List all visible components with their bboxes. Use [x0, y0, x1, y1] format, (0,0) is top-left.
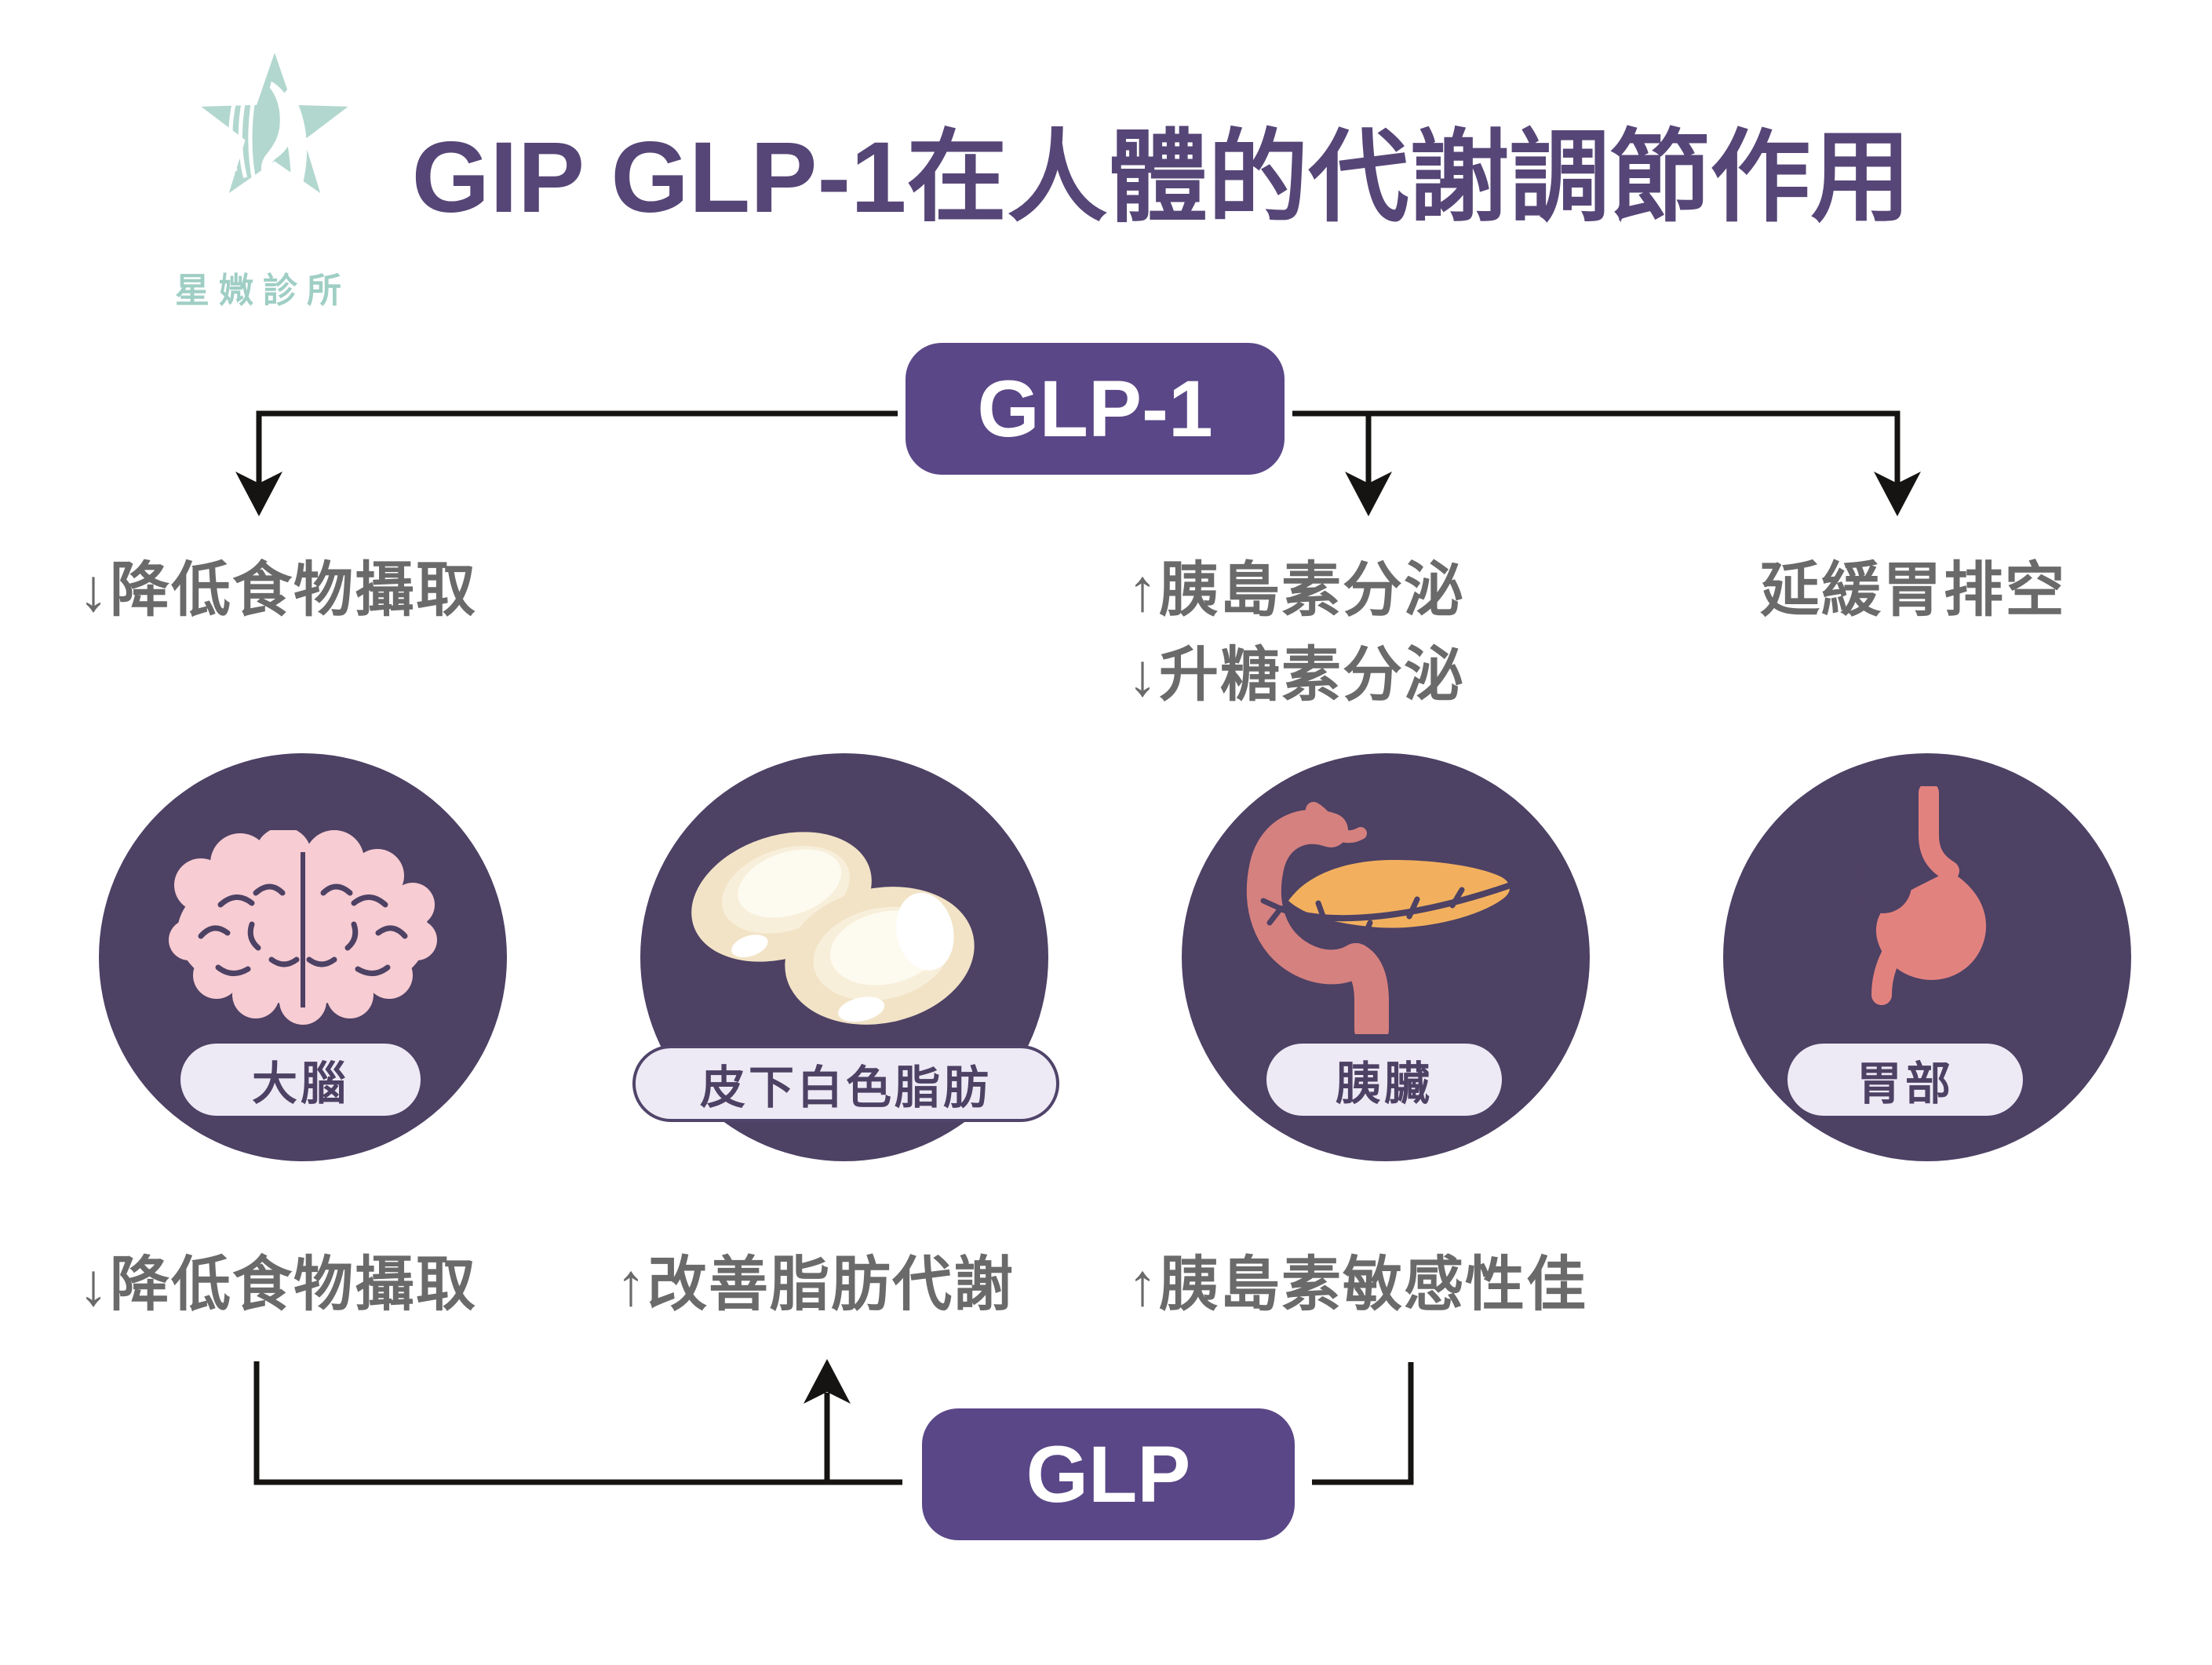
effect-lower-food-intake-top: ↓降低食物攝取 [78, 557, 477, 624]
organ-label-fat-text: 皮下白色脂肪 [699, 1062, 992, 1113]
glp1-to-right-line [1292, 410, 1900, 485]
organ-label-fat: 皮下白色脂肪 [632, 1045, 1059, 1122]
effect-improve-fat-metabolism: ↑改善脂肪代謝 [616, 1251, 1015, 1318]
glp1-box: GLP-1 [906, 343, 1285, 475]
down-arrowhead-right [1874, 472, 1921, 516]
organ-label-brain: 大腦 [180, 1044, 421, 1116]
down-arrowhead-left [235, 472, 282, 516]
clinic-name: 星媺診所 [175, 271, 351, 310]
white-fat-icon [691, 832, 975, 1025]
pancreas-icon [1247, 802, 1518, 1034]
glp-left-line [253, 1361, 902, 1485]
organ-label-brain-text: 大腦 [251, 1058, 349, 1109]
effect-delay-gastric-emptying: 延緩胃排空 [1760, 557, 2066, 624]
page-title: GIP GLP-1在人體的代謝調節作用 [411, 122, 1911, 234]
down-arrowhead-middle [1345, 472, 1392, 516]
effect-glucagon-secretion: ↓升糖素分泌 [1128, 642, 1465, 709]
effect-lower-food-intake-bottom: ↓降低食物攝取 [78, 1251, 477, 1318]
glp-right-line [1312, 1362, 1414, 1485]
organ-label-pancreas-text: 胰臟 [1335, 1058, 1433, 1109]
stomach-icon [1855, 786, 1987, 1005]
clinic-logo-star-icon [201, 53, 348, 220]
organ-label-pancreas: 胰臟 [1266, 1044, 1502, 1116]
up-arrowhead-fat [804, 1359, 851, 1404]
glp-box-label: GLP [1026, 1429, 1191, 1519]
effect-insulin-secretion: ↑胰島素分泌 [1128, 557, 1465, 624]
organ-label-stomach-text: 胃部 [1856, 1058, 1954, 1109]
organ-label-stomach: 胃部 [1787, 1044, 2023, 1116]
glp-box: GLP [922, 1408, 1295, 1540]
effect-insulin-sensitivity: ↑胰島素敏感性佳 [1128, 1251, 1587, 1318]
brain-icon [169, 830, 437, 1025]
glp1-to-brain-line [256, 410, 898, 485]
glp1-box-label: GLP-1 [977, 363, 1213, 454]
